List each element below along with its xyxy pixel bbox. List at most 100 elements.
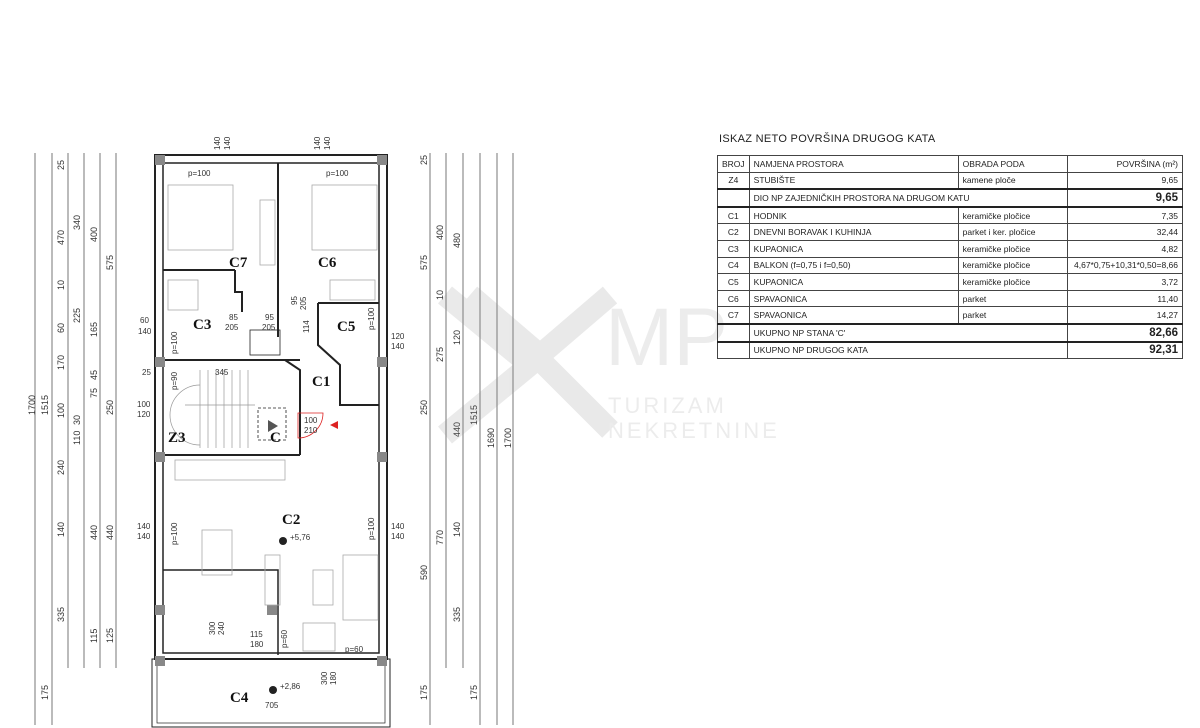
cell-obrada: parket [957,289,1068,308]
level-floor: +5,76 [290,533,311,542]
dim-label: 440 [452,422,462,437]
left-dimension-lines [34,153,117,725]
dim-label: 10 [56,280,66,290]
room-label-c4: C4 [230,690,249,706]
header-broj: BROJ [717,155,750,173]
sill-label: p=100 [367,517,376,540]
area-table: BROJ NAMJENA PROSTORA OBRADA PODA POVRŠI… [717,155,1184,360]
cell-broj: C4 [717,256,750,275]
dim-label: 165 [89,322,99,337]
cell-namjena: UKUPNO NP DRUGOG KATA [748,340,1068,360]
door-dim: 95 [265,313,274,322]
furniture [167,184,379,652]
window-dim: 60 [140,316,149,325]
cell-namjena: KUPAONICA [748,239,959,258]
dim-label: 340 [72,215,82,230]
dim-label: 140 [56,522,66,537]
door-dim: 205 [225,323,239,332]
window-dim: 140 [137,522,151,531]
sill-label: p=100 [170,331,179,354]
door-dim: 210 [304,426,318,435]
dim-label: 175 [419,685,429,700]
dim-label: 30 [72,415,82,425]
room-label-c6: C6 [318,255,337,271]
subtotal-row: DIO NP ZAJEDNIČKIH PROSTORA NA DRUGOM KA… [717,188,1184,208]
total-row: UKUPNO NP STANA 'C'82,66 [717,322,1184,343]
door-dim: 205 [262,323,276,332]
right-dimension-lines [429,153,514,725]
dim-label: 115 [89,629,99,643]
entrance-arrow-icon [330,421,338,429]
bed-c7 [167,184,234,251]
dim-label: 120 [452,330,462,345]
window-dim: 140 [391,522,405,531]
window-dim: 140 [391,532,405,541]
window-dim: 120 [391,332,405,341]
dim-label: 110 [72,431,82,445]
sill-label: p=100 [367,307,376,330]
watermark-mp: MP [605,292,728,383]
cell-broj: Z4 [717,171,750,190]
door-dim: 95 [290,296,299,305]
cell-namjena: DNEVNI BORAVAK I KUHINJA [748,223,959,241]
dim-label: 1690 [486,428,496,448]
cell-povrsina: 7,35 [1066,205,1184,225]
cell-namjena: SPAVAONICA [748,289,959,308]
sill-label: p=90 [170,371,179,390]
room-label-c3: C3 [193,317,211,333]
sill-label: p=60 [280,629,289,648]
cell-namjena: SPAVAONICA [748,306,959,325]
cell-povrsina: 92,31 [1066,340,1184,360]
cell-namjena: BALKON (f=0,75 i f=0,50) [748,256,959,275]
cell-broj: C6 [717,289,750,308]
header-obrada: OBRADA PODA [957,155,1068,173]
cell-namjena: KUPAONICA [748,273,959,291]
window-dim: 140 [391,342,405,351]
cell-povrsina: 11,40 [1066,289,1184,308]
cell-obrada: kamene ploče [957,171,1068,190]
columns [155,155,387,666]
dim-label: 335 [452,607,462,622]
cell-broj: C7 [717,306,750,325]
watermark-line1: TURIZAM [608,393,727,418]
cell-namjena: STUBIŠTE [748,171,959,190]
cell-povrsina: 3,72 [1066,273,1184,291]
cell-povrsina: 9,65 [1066,171,1184,190]
entry-door [297,412,324,439]
room-label-c7: C7 [229,255,248,271]
door-dim: 180 [329,671,338,685]
dim-label: 175 [469,685,479,700]
room-label-z3: Z3 [168,430,186,446]
cell-broj: C1 [717,205,750,225]
window-dim: 140 [313,136,322,150]
room-label-c2: C2 [282,512,300,528]
door-dim: 240 [217,621,226,635]
dim-label: 170 [56,355,66,370]
window-dim: 140 [137,532,151,541]
cell-povrsina: 4,67*0,75+10,31*0,50=8,66 [1066,256,1184,275]
watermark-logo: MP TURIZAM NEKRETNINE [438,286,777,444]
dim-label: 125 [105,628,115,643]
cell-povrsina: 32,44 [1066,223,1184,241]
cell-povrsina: 4,82 [1066,239,1184,258]
door-dim: 180 [250,640,264,649]
cell-namjena: DIO NP ZAJEDNIČKIH PROSTORA NA DRUGOM KA… [748,188,1068,208]
door-dim: 205 [299,296,308,310]
dim-label: 1515 [40,395,50,415]
cell-broj: C2 [717,223,750,241]
cell-obrada: keramičke pločice [957,273,1068,291]
armchair [302,622,336,652]
dim-label: 440 [105,525,115,540]
sill-label: p=100 [326,169,349,178]
apartment-marker-icon [268,420,278,432]
door-dim: 100 [304,416,318,425]
dim-label: 480 [452,233,462,248]
table-title: ISKAZ NETO POVRŠINA DRUGOG KATA [719,133,936,145]
tv-unit [264,554,281,606]
